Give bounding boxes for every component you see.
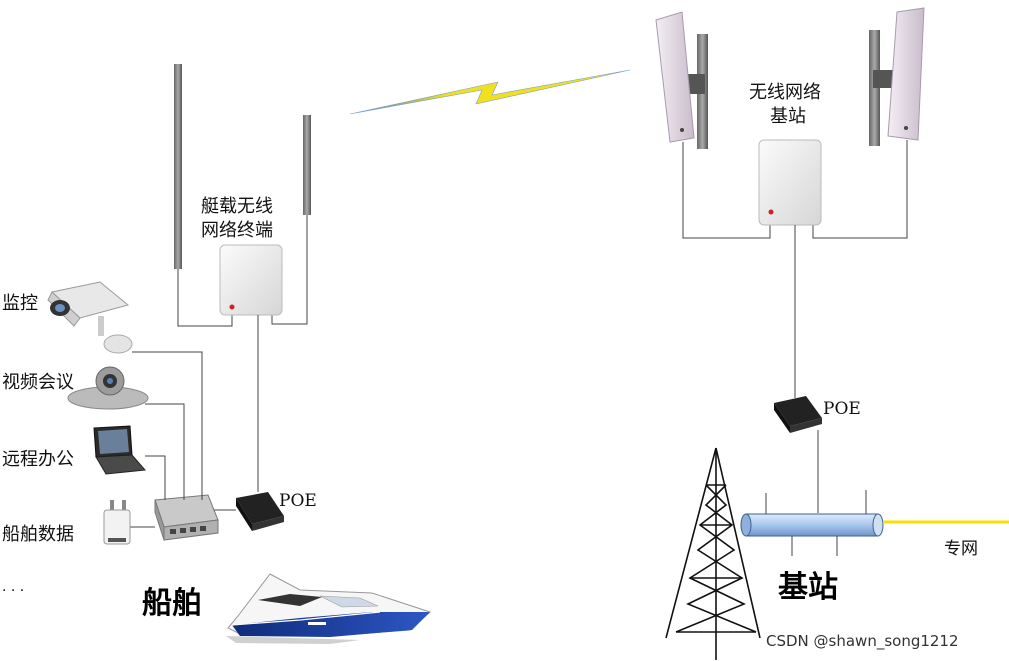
- laptop-icon: [93, 425, 147, 475]
- monitoring-label: 监控: [2, 293, 38, 314]
- cable-video-conference: [145, 403, 185, 500]
- base-radio-label-line2: 基站: [770, 106, 806, 127]
- base-poe-injector: [774, 396, 822, 433]
- remote-office-label: 远程办公: [2, 449, 74, 470]
- network-switch: [154, 494, 219, 541]
- boat-icon: [226, 573, 431, 644]
- base-radio-panel: [758, 139, 822, 226]
- base-station-title: 基站: [778, 570, 838, 605]
- ship-title: 船舶: [142, 586, 202, 621]
- sector-bracket-left: [687, 74, 705, 94]
- boat-terminal-label-line2: 网络终端: [201, 220, 273, 241]
- watermark: CSDN @shawn_song1212: [766, 632, 959, 650]
- private-network-label: 专网: [944, 539, 978, 559]
- boat-terminal-logo: [229, 304, 235, 310]
- security-camera-icon: [47, 281, 133, 354]
- boat-antenna-right: [303, 115, 311, 215]
- ship-data-label: 船舶数据: [2, 524, 74, 545]
- cable-remote-office: [145, 455, 166, 500]
- boat-terminal-label-line1: 艇载无线: [201, 196, 273, 217]
- base-radio-label-line1: 无线网络: [749, 82, 821, 103]
- boat-antenna-cable-right: [271, 215, 308, 325]
- sector-cable-right: [812, 140, 908, 239]
- base-radio-logo: [768, 209, 774, 215]
- sector-bracket-right: [873, 70, 893, 88]
- boat-antenna-cable-left: [177, 269, 233, 327]
- boat-poe-injector: [236, 492, 284, 531]
- base-poe-label: POE: [823, 399, 861, 419]
- lattice-tower-icon: [665, 447, 761, 660]
- sector-cable-left: [682, 142, 771, 239]
- sector-antenna-right: [887, 7, 925, 141]
- boat-antenna-left: [174, 64, 182, 269]
- boat-terminal-panel: [219, 244, 283, 316]
- more-devices-ellipsis: · · ·: [2, 583, 25, 599]
- video-camera-icon: [67, 366, 149, 410]
- sector-antenna-left: [655, 11, 695, 143]
- cable-monitoring: [132, 351, 203, 500]
- wireless-link-bolt: [349, 69, 631, 115]
- video-conference-label: 视频会议: [2, 372, 74, 393]
- ship-data-device-icon: [103, 500, 131, 545]
- backbone-pipe: [740, 513, 884, 537]
- boat-poe-label: POE: [279, 491, 317, 511]
